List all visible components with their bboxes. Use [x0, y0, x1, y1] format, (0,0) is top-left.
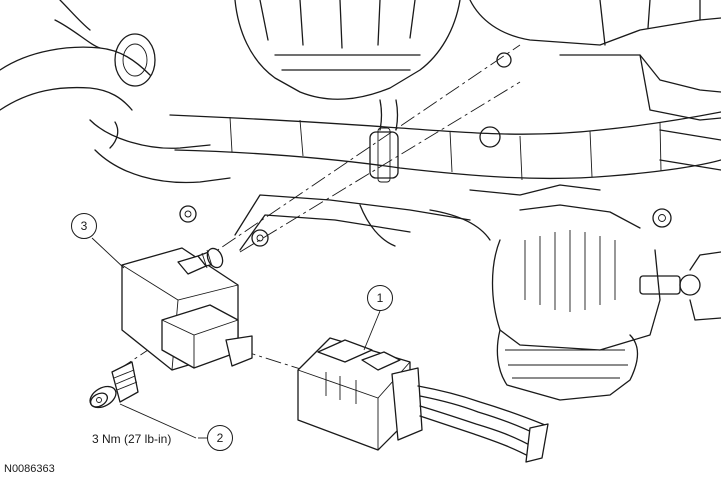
- bolt-part-2: [89, 361, 139, 409]
- callout-1-circle: [367, 285, 393, 311]
- sensor-part-3: [121, 247, 253, 371]
- engine-background: [0, 0, 721, 401]
- callout-2-number: 2: [217, 431, 224, 445]
- connector-part-1: [297, 337, 549, 463]
- callout-3-circle: [71, 213, 97, 239]
- callout-3-number: 3: [81, 219, 88, 233]
- callout-2-circle: [207, 425, 233, 451]
- callout-3: 3: [71, 213, 125, 269]
- callout-2: 2 3 Nm (27 lb-in): [92, 403, 233, 451]
- callout-1: 1: [363, 285, 393, 351]
- callout-1-number: 1: [377, 291, 384, 305]
- torque-spec-label: 3 Nm (27 lb-in): [92, 432, 171, 446]
- figure-reference-id: N0086363: [4, 463, 55, 475]
